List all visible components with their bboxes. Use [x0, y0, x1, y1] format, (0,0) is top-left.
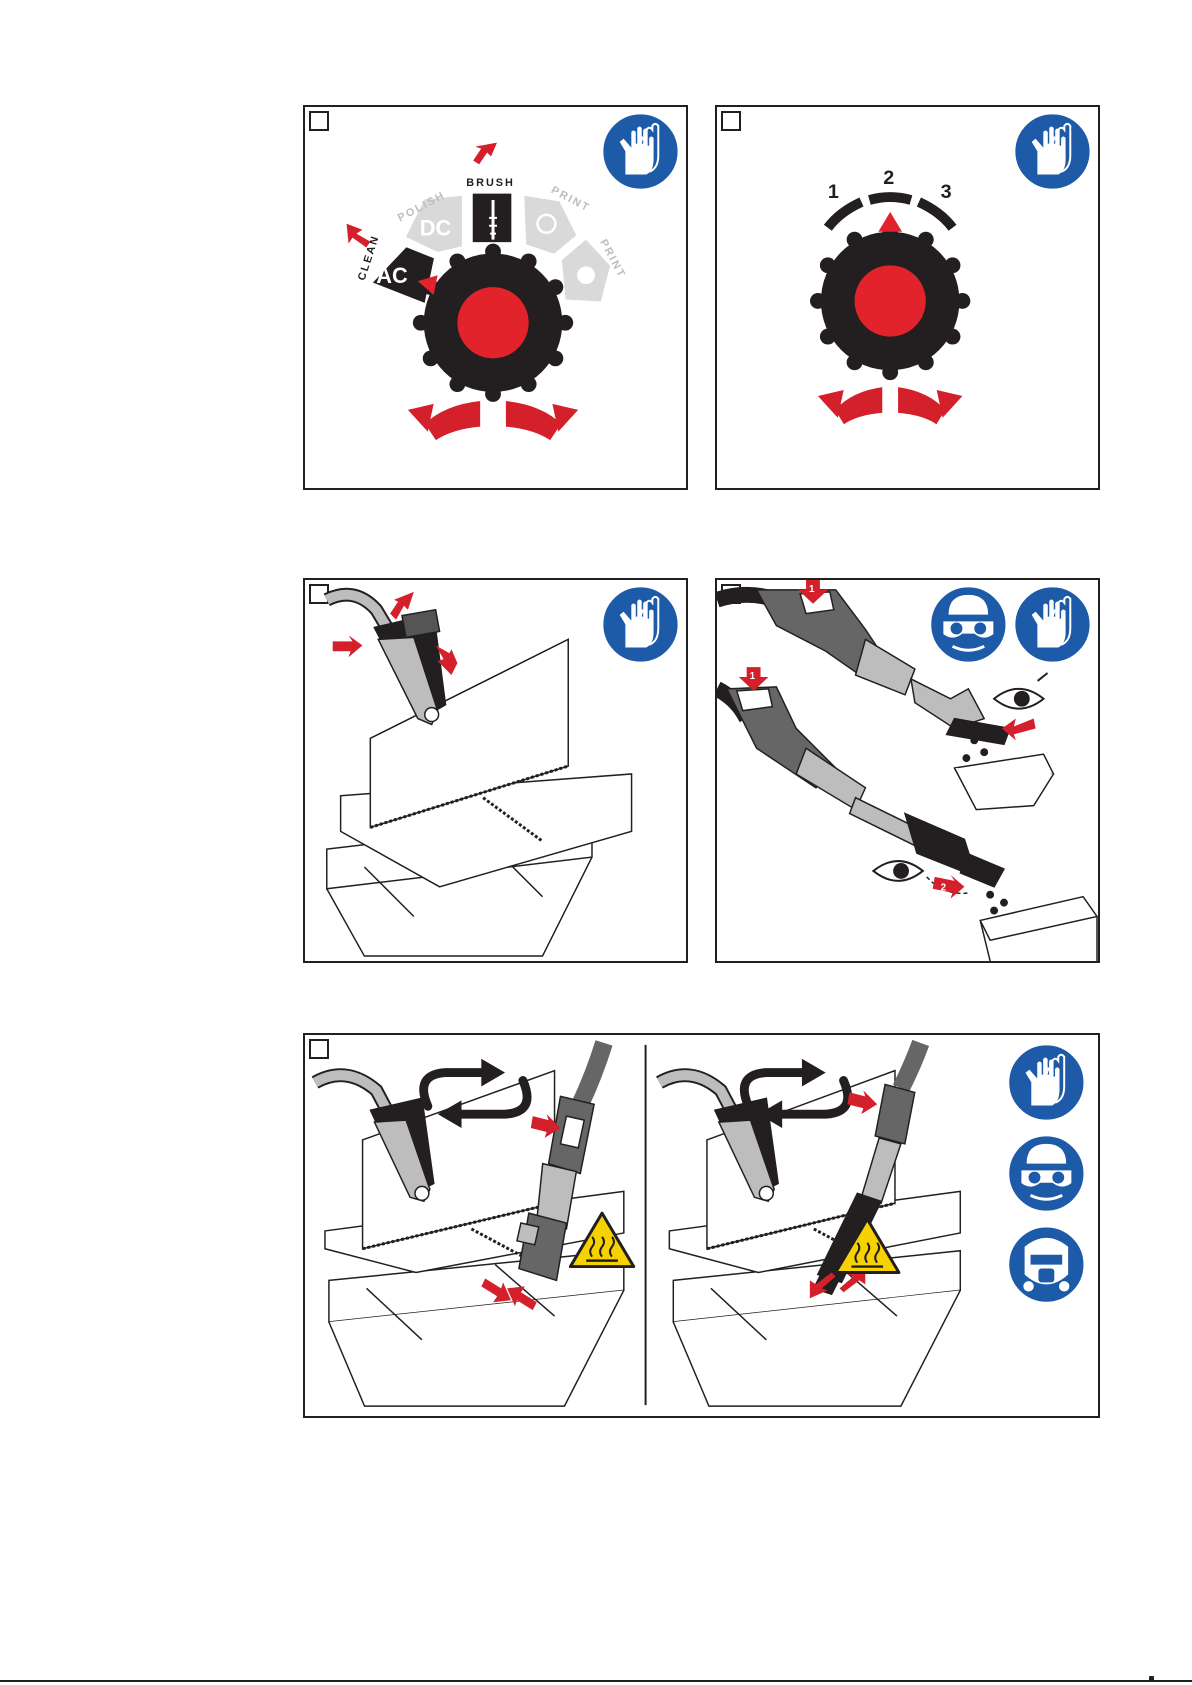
rotary-knob[interactable] [413, 244, 573, 402]
rotary-knob[interactable] [810, 212, 970, 380]
gloves-icon [1008, 1044, 1085, 1121]
gloves-icon [1014, 586, 1091, 663]
drip-tray-upper [955, 754, 1054, 809]
mode-label-ac: AC [376, 263, 408, 288]
svg-text:1: 1 [809, 584, 815, 595]
knob-indicator [878, 212, 902, 232]
gloves-icon [1014, 113, 1091, 190]
priming-illustration: 1 1 [717, 580, 1098, 961]
eye-icon [994, 673, 1047, 709]
level-label-2: 2 [883, 167, 894, 189]
respirator-icon [1008, 1226, 1085, 1303]
label-brush: BRUSH [466, 177, 515, 189]
mode-segment-brush[interactable] [471, 192, 513, 243]
level-arc-3 [919, 202, 953, 228]
panel-cleaning-process [303, 1033, 1100, 1418]
footer-rule [0, 1680, 1192, 1682]
print-filled-icon [577, 266, 595, 284]
mode-segment-ac[interactable]: AC [370, 246, 435, 305]
level-arc-1 [828, 202, 862, 228]
panel-prime-tools: 1 1 [715, 578, 1100, 963]
level-label-3: 3 [941, 181, 952, 203]
rotate-arrows-icon [818, 386, 962, 426]
clamp-illustration [305, 580, 686, 961]
step-marker-2: 2 [933, 875, 965, 899]
goggles-icon [1008, 1135, 1085, 1212]
gloves-icon [602, 586, 679, 663]
footer-mark [1149, 1676, 1154, 1681]
level-arc-2 [869, 197, 911, 200]
goggles-icon [930, 586, 1007, 663]
panel-clamp-workpiece [303, 578, 688, 963]
scene-brush-right [659, 1043, 960, 1406]
mode-label-dc: DC [420, 216, 452, 241]
rotate-arrows-icon [408, 400, 578, 442]
panel-level-selection: 1 2 3 [715, 105, 1100, 490]
arrow-squeeze-left [333, 635, 363, 657]
cleaning-illustration [305, 1035, 1098, 1416]
scene-brush-left [315, 1043, 634, 1406]
level-dial-illustration: 1 2 3 [717, 107, 1098, 488]
eye-icon [873, 861, 922, 881]
gloves-icon [602, 113, 679, 190]
arrow-clean [347, 224, 371, 248]
arrow-brush [473, 143, 497, 165]
clamp [374, 610, 445, 725]
svg-text:1: 1 [750, 671, 756, 682]
level-label-1: 1 [828, 181, 839, 203]
svg-text:2: 2 [941, 883, 947, 894]
panel-mode-selection: AC DC CLEAN POLISH BRUSH PRINT PRINT [303, 105, 688, 490]
drip-tray-lower [980, 897, 1097, 961]
mode-dial-illustration: AC DC CLEAN POLISH BRUSH PRINT PRINT [305, 107, 686, 488]
